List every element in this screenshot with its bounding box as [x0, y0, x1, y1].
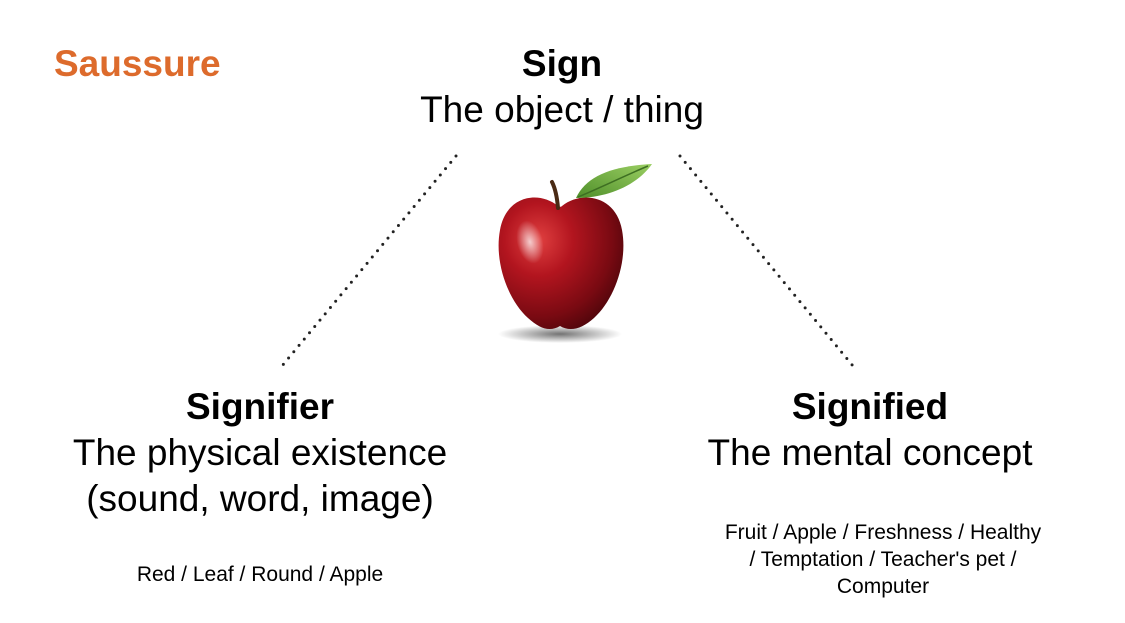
signified-node: Signified The mental concept — [650, 384, 1090, 476]
sign-node: Sign The object / thing — [362, 41, 762, 133]
apple-photo-icon — [498, 164, 652, 343]
brand-title: Saussure — [54, 43, 221, 84]
signified-examples: Fruit / Apple / Freshness / Healthy / Te… — [683, 519, 1083, 600]
signified-examples-line-3: Computer — [836, 575, 930, 598]
connector-sign-signified — [678, 154, 855, 368]
signified-subtitle: The mental concept — [707, 432, 1033, 473]
signifier-subtitle-line-2: (sound, word, image) — [86, 478, 434, 519]
signified-examples-line-2: / Temptation / Teacher's pet / — [749, 548, 1017, 571]
signified-examples-line-1: Fruit / Apple / Freshness / Healthy — [724, 521, 1042, 544]
sign-subtitle: The object / thing — [420, 89, 704, 130]
signifier-node: Signifier The physical existence (sound,… — [40, 384, 480, 522]
connector-sign-signifier — [280, 154, 458, 368]
signifier-examples: Red / Leaf / Round / Apple — [136, 563, 384, 586]
sign-title: Sign — [521, 43, 603, 84]
signifier-title: Signifier — [185, 386, 335, 427]
signified-title: Signified — [791, 386, 949, 427]
signifier-subtitle-line-1: The physical existence — [72, 432, 448, 473]
